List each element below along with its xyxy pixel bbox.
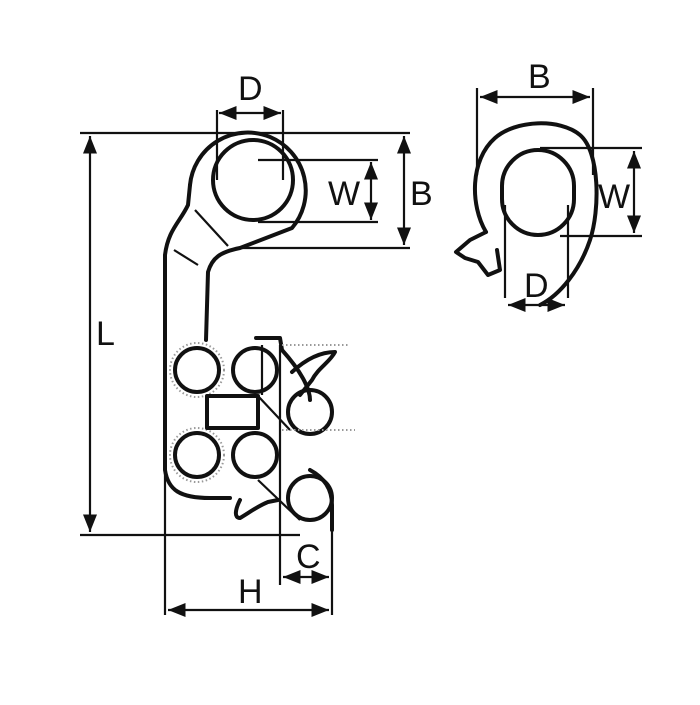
roller-top-mid: [231, 346, 279, 394]
label-side-L: L: [96, 315, 115, 353]
shank-outline: [163, 183, 192, 347]
end-inner-link: [500, 148, 576, 237]
lower-jaw: [308, 468, 334, 532]
label-side-D: D: [238, 70, 263, 108]
roller-bottom-mid: [231, 431, 279, 479]
lower-latch: [233, 498, 280, 520]
end-view: [454, 121, 599, 307]
center-plate: [205, 394, 260, 430]
neck-detail-line: [173, 249, 199, 266]
plate-diagonal: [257, 395, 291, 431]
end-shank-tip: [454, 230, 502, 277]
roller-bottom-left: [173, 431, 221, 479]
end-view-dimensions: B W D: [475, 58, 642, 313]
label-side-B: B: [410, 175, 433, 213]
label-side-W: W: [328, 175, 360, 213]
jaw-outline: [254, 336, 312, 402]
neck-detail-line-2: [194, 209, 229, 247]
roller-top-left: [173, 346, 221, 394]
eye-inner-hole: [211, 138, 295, 222]
side-view: [163, 130, 355, 535]
eye-outer-ring: [188, 130, 308, 342]
label-end-B: B: [528, 58, 551, 96]
label-end-D: D: [524, 267, 549, 305]
end-outer-link: [472, 121, 599, 307]
roller-top-left-shade: [169, 342, 225, 398]
label-side-H: H: [238, 573, 263, 611]
side-view-dimensions: D L W B C H: [80, 70, 433, 618]
upper-latch: [290, 350, 337, 397]
label-side-C: C: [296, 538, 321, 576]
label-end-W: W: [598, 178, 630, 216]
roller-bottom-left-shade: [169, 427, 225, 483]
roller-mid-right: [286, 388, 334, 436]
